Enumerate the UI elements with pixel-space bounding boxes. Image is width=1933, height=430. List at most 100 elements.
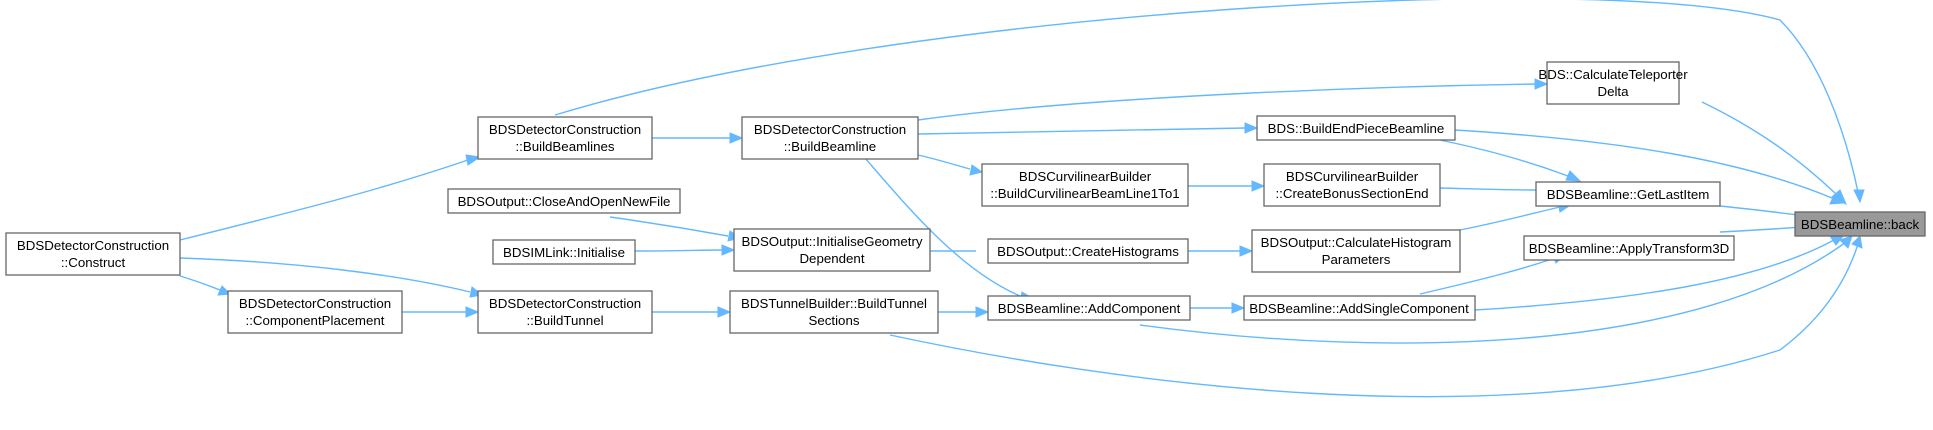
edge-addcomp-to-back bbox=[1139, 241, 1847, 344]
node-applytr[interactable]: BDSBeamline::ApplyTransform3D bbox=[1523, 235, 1735, 261]
edge-simlink-to-initgeom bbox=[634, 249, 723, 252]
node-createhist[interactable]: BDSOutput::CreateHistograms bbox=[987, 238, 1189, 264]
edge-endpiece-to-getlast bbox=[1429, 137, 1569, 177]
node-label: BDSCurvilinearBuilder bbox=[1019, 169, 1152, 184]
node-label: ::CreateBonusSectionEnd bbox=[1275, 186, 1428, 201]
arrowhead bbox=[465, 154, 482, 166]
arrowhead bbox=[1231, 302, 1246, 314]
node-box bbox=[447, 188, 681, 214]
edge-histparams-to-getlast bbox=[1459, 206, 1561, 231]
node-label: BDSBeamline::back bbox=[1801, 217, 1920, 232]
node-box bbox=[1546, 61, 1680, 105]
node-compplace[interactable]: BDSDetectorConstruction ::ComponentPlace… bbox=[227, 290, 403, 334]
edge-addsingle-to-back bbox=[1474, 239, 1835, 311]
node-buildtunnel[interactable]: BDSDetectorConstruction ::BuildTunnel bbox=[477, 290, 653, 334]
node-label: BDSTunnelBuilder::BuildTunnel bbox=[741, 296, 927, 311]
node-label: BDSOutput::CalculateHistogram bbox=[1261, 235, 1452, 250]
node-box bbox=[492, 239, 636, 265]
node-label: ::Construct bbox=[61, 255, 126, 270]
node-label: BDSBeamline::ApplyTransform3D bbox=[1529, 241, 1730, 256]
arrowhead bbox=[1239, 245, 1254, 257]
arrowhead bbox=[1251, 180, 1266, 192]
node-label: ::BuildTunnel bbox=[526, 313, 603, 328]
node-label: BDS::BuildEndPieceBeamline bbox=[1268, 121, 1445, 136]
edge-buildbeamlines-to-back bbox=[554, 0, 1859, 193]
node-label: BDSBeamline::GetLastItem bbox=[1547, 187, 1710, 202]
node-box bbox=[1251, 229, 1461, 273]
arrowhead bbox=[1829, 194, 1846, 205]
node-addsingle[interactable]: BDSBeamline::AddSingleComponent bbox=[1243, 295, 1476, 321]
node-back[interactable]: BDSBeamline::back bbox=[1794, 211, 1926, 237]
node-box bbox=[987, 295, 1191, 321]
node-label: BDSDetectorConstruction bbox=[17, 238, 169, 253]
node-endpiece[interactable]: BDS::BuildEndPieceBeamline bbox=[1256, 115, 1456, 141]
arrowhead bbox=[217, 285, 232, 296]
node-box bbox=[1794, 211, 1926, 237]
arrowhead bbox=[1244, 122, 1259, 134]
node-box bbox=[5, 232, 181, 276]
arrowhead bbox=[1534, 78, 1549, 90]
edge-teleporter-to-back bbox=[1701, 101, 1837, 195]
node-getlast[interactable]: BDSBeamline::GetLastItem bbox=[1535, 181, 1721, 207]
arrowhead bbox=[721, 244, 736, 256]
node-simlink[interactable]: BDSIMLink::Initialise bbox=[492, 239, 636, 265]
node-box bbox=[1256, 115, 1456, 141]
edge-construct-to-buildbeamlines bbox=[179, 159, 469, 241]
node-label: BDSDetectorConstruction bbox=[489, 122, 641, 137]
node-box bbox=[227, 290, 403, 334]
node-label: BDSCurvilinearBuilder bbox=[1286, 169, 1419, 184]
node-label: BDS::CalculateTeleporter bbox=[1538, 67, 1688, 82]
graph-edges bbox=[179, 0, 1859, 398]
node-histparams[interactable]: BDSOutput::CalculateHistogram Parameters bbox=[1251, 229, 1461, 273]
edge-applytr-to-addsingle bbox=[1419, 257, 1556, 295]
node-closeopen[interactable]: BDSOutput::CloseAndOpenNewFile bbox=[447, 188, 681, 214]
node-curvibuild[interactable]: BDSCurvilinearBuilder ::BuildCurvilinear… bbox=[981, 163, 1189, 207]
node-label: BDSIMLink::Initialise bbox=[503, 245, 625, 260]
node-label: Delta bbox=[1597, 84, 1629, 99]
edge-construct-to-buildtunnel bbox=[179, 257, 471, 293]
node-box bbox=[987, 238, 1189, 264]
node-buildbeamline[interactable]: BDSDetectorConstruction ::BuildBeamline bbox=[741, 116, 919, 160]
edge-buildbeamline-to-curvibuild bbox=[917, 154, 971, 170]
node-teleporter[interactable]: BDS::CalculateTeleporter Delta bbox=[1538, 61, 1688, 105]
node-label: BDSOutput::CreateHistograms bbox=[997, 244, 1179, 259]
node-box bbox=[1535, 181, 1721, 207]
arrowhead bbox=[975, 306, 990, 318]
node-label: BDSBeamline::AddSingleComponent bbox=[1249, 301, 1469, 316]
edge-buildbeamline-to-addcomp bbox=[864, 157, 1021, 297]
node-bonus[interactable]: BDSCurvilinearBuilder ::CreateBonusSecti… bbox=[1263, 163, 1441, 207]
node-label: BDSDetectorConstruction bbox=[754, 122, 906, 137]
node-label: BDSDetectorConstruction bbox=[239, 296, 391, 311]
arrowhead bbox=[1565, 170, 1582, 182]
node-label: BDSOutput::InitialiseGeometry bbox=[741, 234, 922, 249]
node-initgeom[interactable]: BDSOutput::InitialiseGeometry Dependent bbox=[733, 228, 931, 272]
node-box bbox=[1523, 235, 1735, 261]
node-label: ::BuildBeamline bbox=[784, 139, 876, 154]
arrowhead bbox=[717, 306, 732, 318]
node-box bbox=[733, 228, 931, 272]
edge-endpiece-to-back bbox=[1454, 129, 1833, 199]
edge-construct-to-compplace bbox=[179, 275, 221, 291]
arrowhead bbox=[1839, 235, 1853, 249]
node-construct[interactable]: BDSDetectorConstruction ::Construct bbox=[5, 232, 181, 276]
node-label: ::BuildBeamlines bbox=[515, 139, 614, 154]
arrowhead bbox=[1853, 189, 1865, 204]
node-box bbox=[477, 290, 653, 334]
node-box bbox=[1243, 295, 1476, 321]
node-label: ::BuildCurvilinearBeamLine1To1 bbox=[990, 186, 1179, 201]
node-label: ::ComponentPlacement bbox=[246, 313, 385, 328]
edge-closeopen-to-initgeom bbox=[609, 216, 729, 237]
node-label: BDSOutput::CloseAndOpenNewFile bbox=[458, 194, 671, 209]
node-buildbeamlines[interactable]: BDSDetectorConstruction ::BuildBeamlines bbox=[477, 116, 653, 160]
edge-buildbeamline-to-teleporter bbox=[917, 83, 1536, 121]
node-label: Dependent bbox=[799, 251, 864, 266]
node-addcomp[interactable]: BDSBeamline::AddComponent bbox=[987, 295, 1191, 321]
arrowhead bbox=[969, 164, 984, 176]
arrowhead bbox=[465, 306, 480, 318]
node-tunnelsec[interactable]: BDSTunnelBuilder::BuildTunnel Sections bbox=[729, 290, 939, 334]
node-box bbox=[729, 290, 939, 334]
edge-bonus-to-getlast bbox=[1439, 187, 1537, 191]
node-box bbox=[741, 116, 919, 160]
arrowhead bbox=[1851, 234, 1863, 249]
